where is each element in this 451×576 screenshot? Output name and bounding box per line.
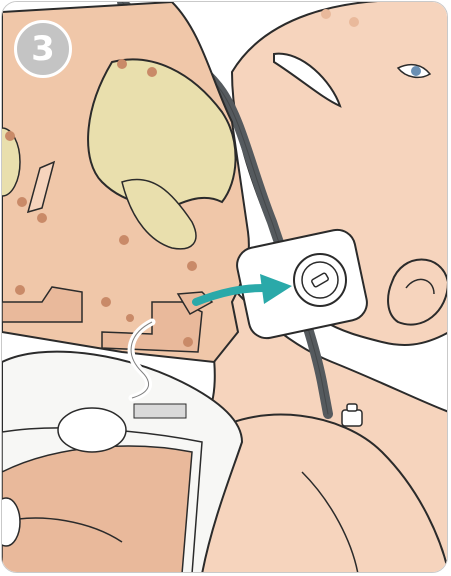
step-number-badge: 3 xyxy=(14,20,72,78)
torso-skin-strip xyxy=(2,446,192,573)
torso-button xyxy=(58,408,126,452)
torso-label-plate xyxy=(134,404,186,418)
